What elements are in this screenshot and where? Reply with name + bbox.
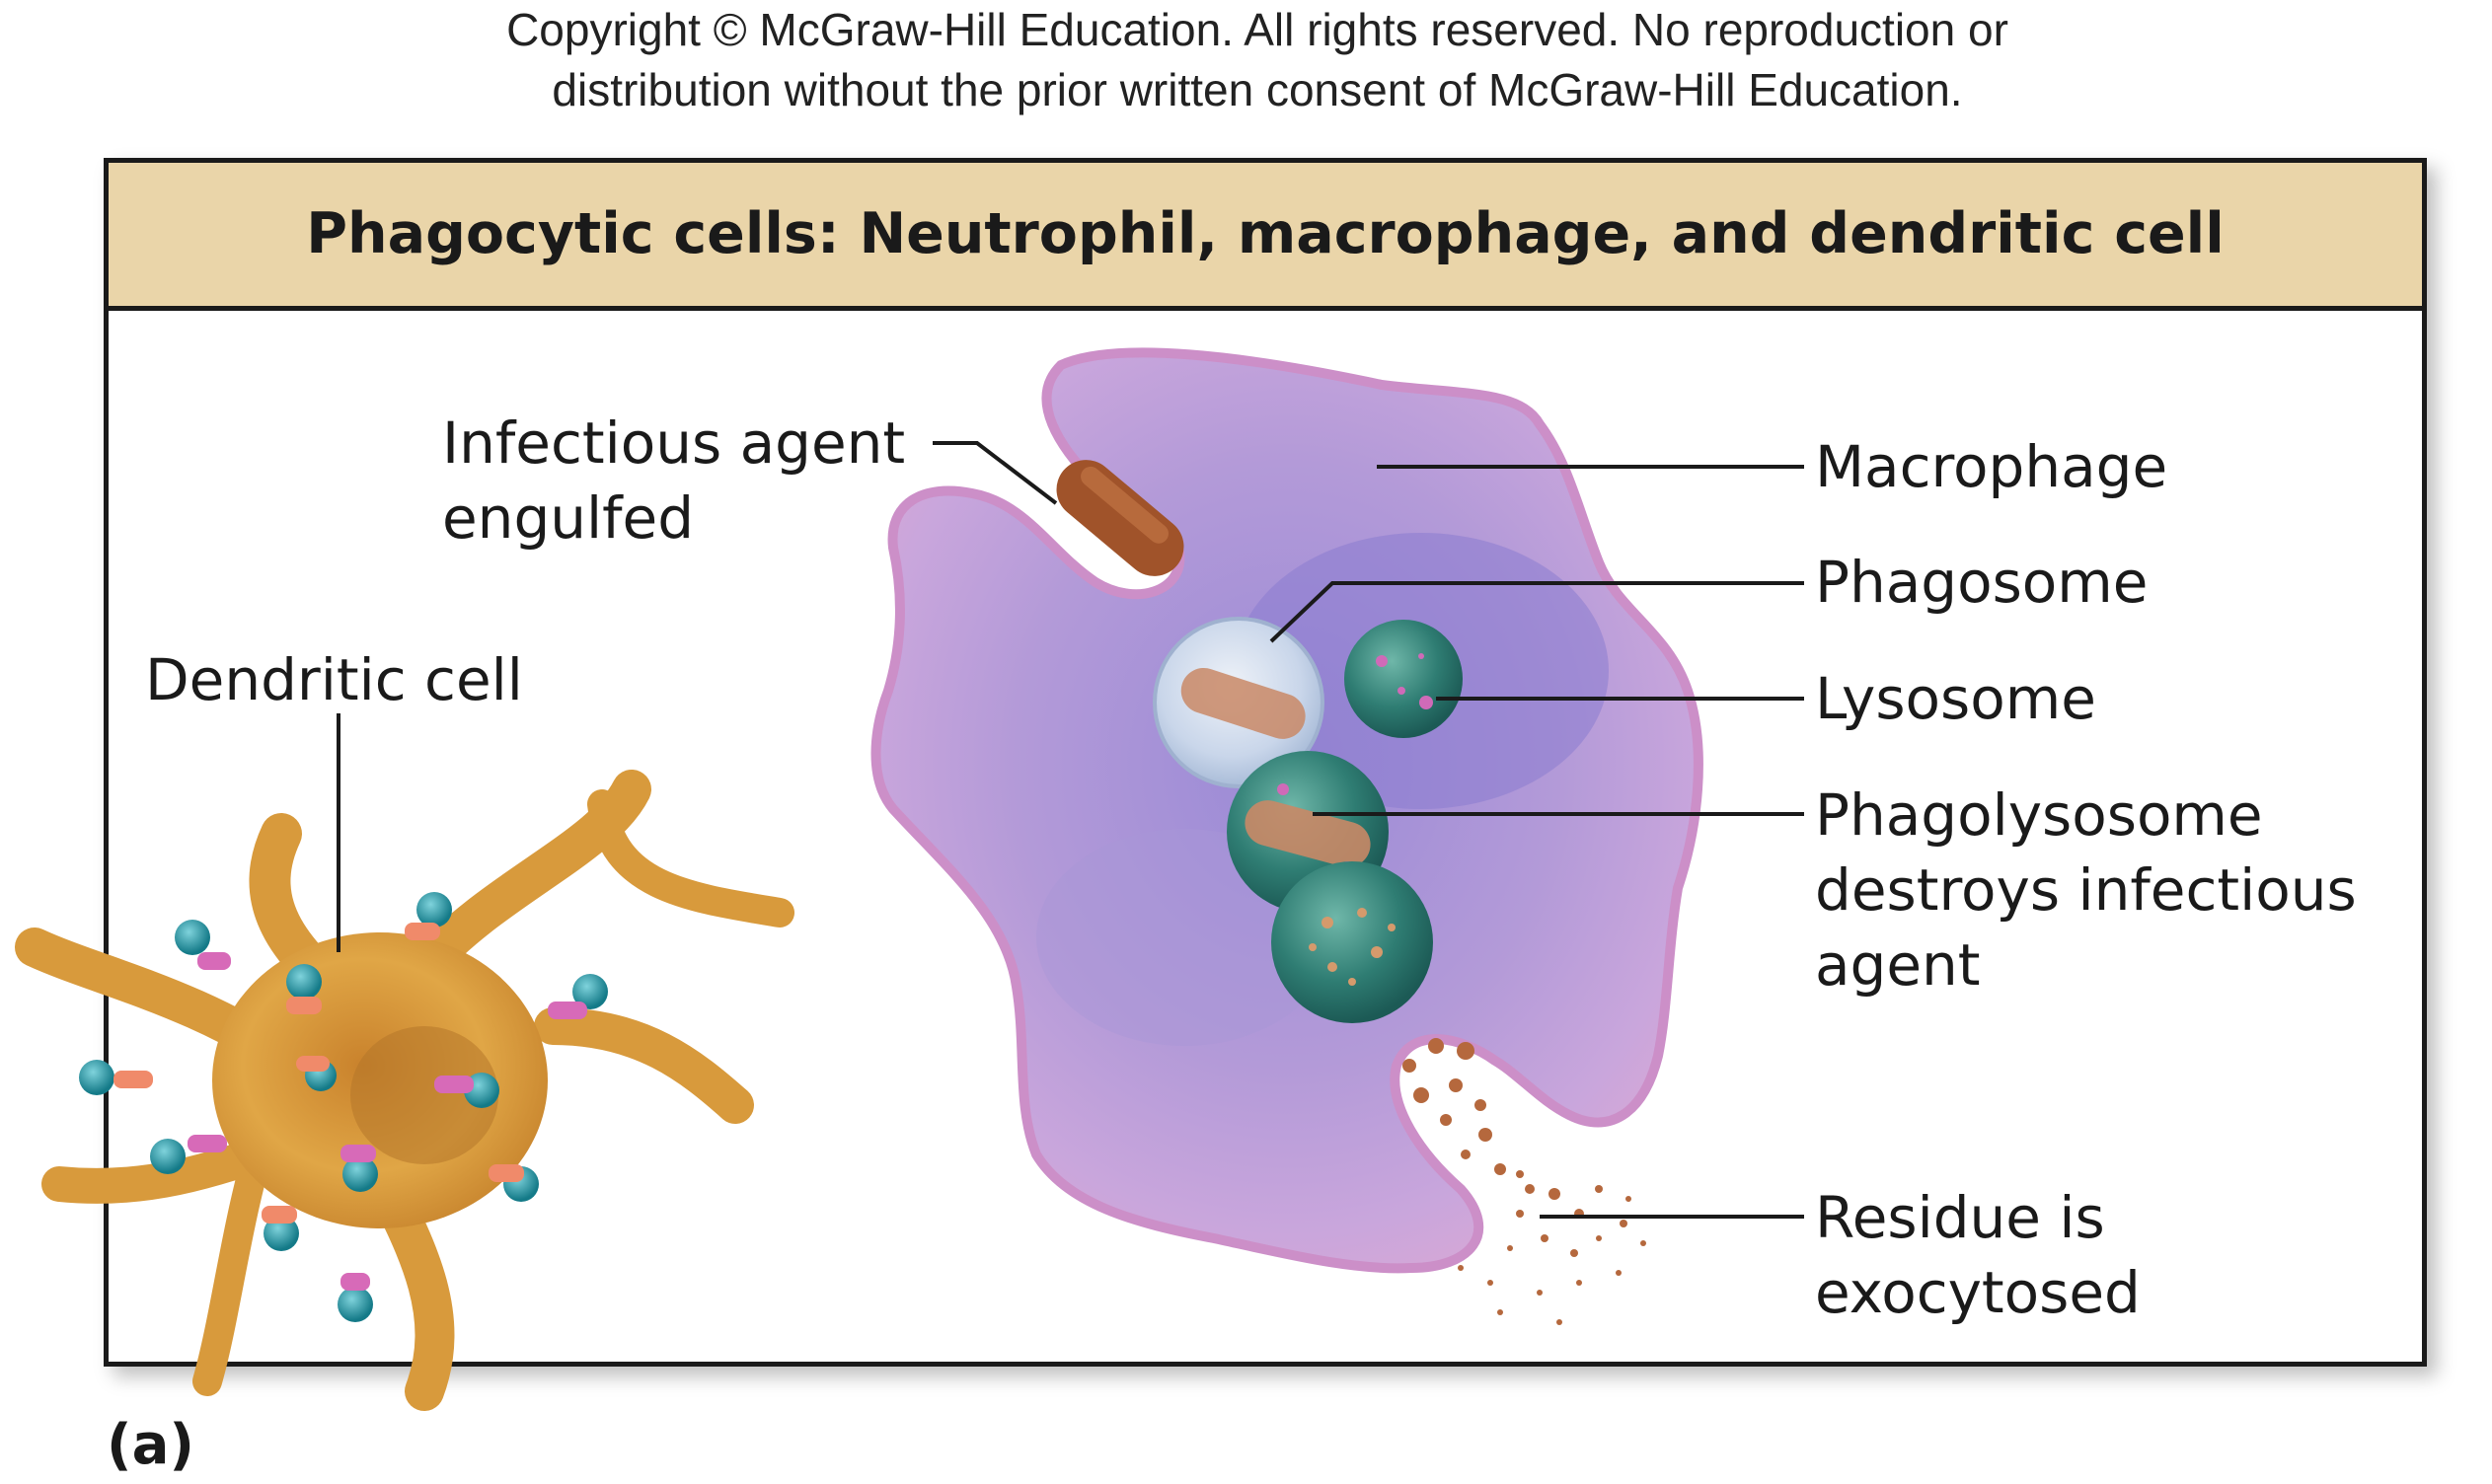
infectious-agent-bacterium <box>1056 460 1184 576</box>
copyright-line-1: Copyright © McGraw-Hill Education. All r… <box>506 4 2008 55</box>
label-infectious-agent-line2: engulfed <box>442 484 694 552</box>
residue-particles <box>1402 1038 1646 1325</box>
leader-infectious-agent <box>933 441 1058 505</box>
phagosome-vesicle <box>1153 617 1324 788</box>
label-macrophage: Macrophage <box>1815 433 2167 500</box>
receptor-molecules <box>79 892 608 1322</box>
label-phagolysosome-line3: agent <box>1815 931 1981 999</box>
dendritic-cell <box>15 770 794 1411</box>
leader-phagosome <box>1269 581 1804 643</box>
label-phagosome: Phagosome <box>1815 549 2148 616</box>
title-bar: Phagocytic cells: Neutrophil, macrophage… <box>109 163 2422 311</box>
figure-title: Phagocytic cells: Neutrophil, macrophage… <box>306 201 2225 266</box>
label-dendritic-cell: Dendritic cell <box>145 646 523 713</box>
label-residue-line2: exocytosed <box>1815 1259 2141 1326</box>
label-residue-line1: Residue is <box>1815 1184 2105 1251</box>
lysosome-vesicle <box>1344 620 1463 738</box>
label-phagolysosome-line1: Phagolysosome <box>1815 781 2263 849</box>
label-lysosome: Lysosome <box>1815 665 2096 732</box>
label-infectious-agent-line1: Infectious agent <box>442 409 905 477</box>
label-phagolysosome-line2: destroys infectious <box>1815 856 2357 924</box>
leader-lines <box>337 441 1804 1219</box>
copyright-notice: Copyright © McGraw-Hill Education. All r… <box>0 0 2492 120</box>
digested-phagolysosome <box>1271 861 1433 1023</box>
part-label: (a) <box>107 1413 194 1477</box>
copyright-line-2: distribution without the prior written c… <box>552 64 1963 115</box>
